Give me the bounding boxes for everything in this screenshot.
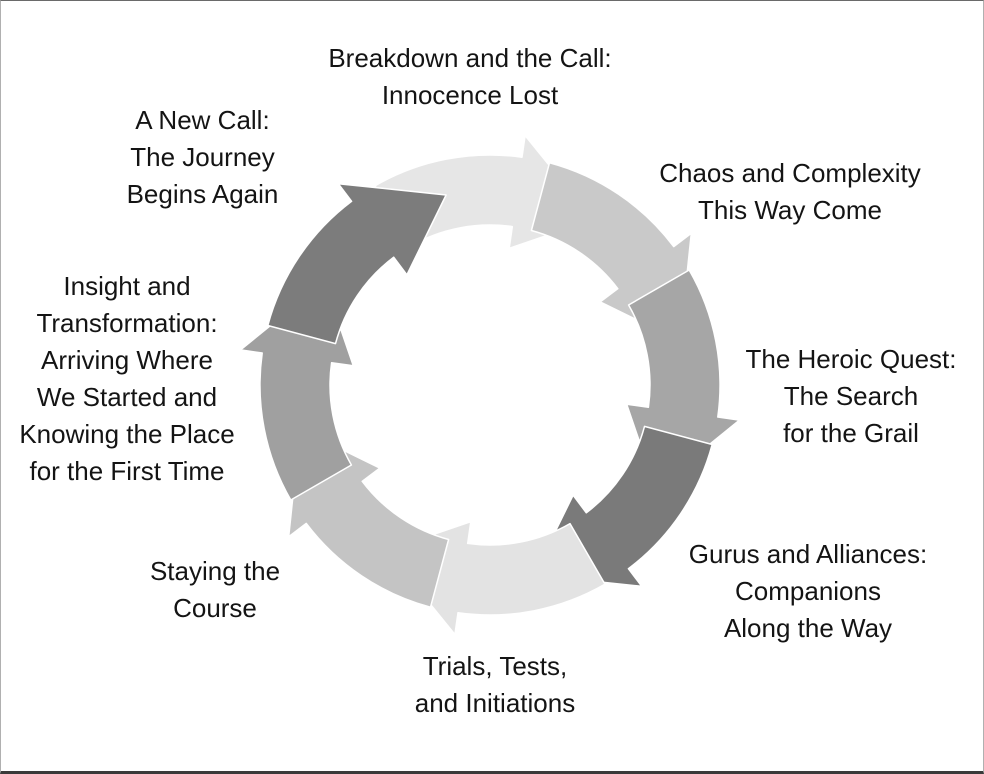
stage-label-chaos: Chaos and Complexity This Way Come	[659, 158, 921, 225]
stage-label-gurus: Gurus and Alliances: Companions Along th…	[688, 539, 928, 643]
stage-label-new-call: A New Call: The Journey Begins Again	[126, 105, 279, 209]
stage-label-heroic-quest: The Heroic Quest: The Search for the Gra…	[745, 344, 957, 448]
stage-label-insight: Insight and Transformation: Arriving Whe…	[19, 271, 235, 486]
stage-label-breakdown: Breakdown and the Call: Innocence Lost	[328, 43, 612, 110]
cycle-arrow-new-call	[267, 182, 447, 345]
stage-label-trials: Trials, Tests, and Initiations	[414, 651, 576, 718]
cycle-arrows	[239, 134, 741, 636]
stage-label-staying: Staying the Course	[149, 556, 281, 623]
